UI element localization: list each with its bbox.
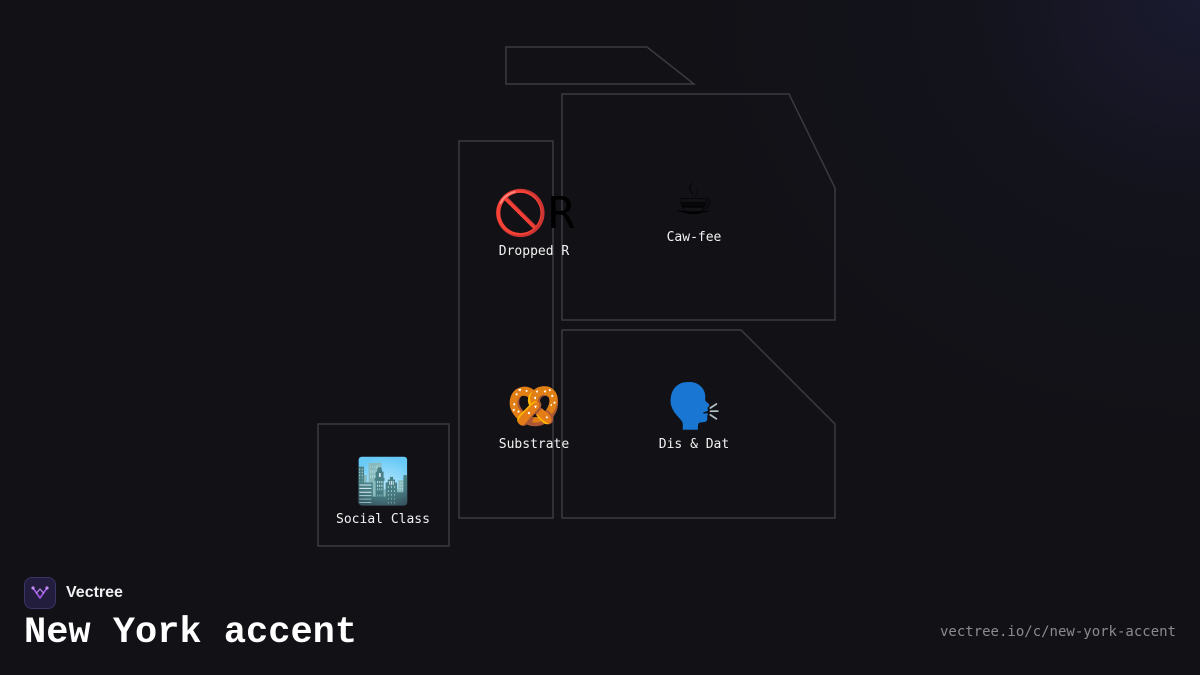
brand[interactable]: Vectree (24, 577, 123, 609)
node-dis-dat[interactable]: 🗣️ Dis & Dat (629, 381, 759, 453)
cityscape-icon: 🏙️ (355, 456, 411, 507)
region-left-column (458, 140, 554, 519)
tree-icon (24, 577, 56, 609)
node-substrate[interactable]: 🥨 Substrate (469, 381, 599, 453)
region-bottom-left (317, 423, 450, 547)
region-upper-right (561, 93, 836, 321)
page-title: New York accent (24, 612, 358, 654)
pretzel-icon: 🥨 (506, 381, 562, 432)
prohibited-r-icon: 🚫R (493, 188, 575, 239)
node-label: Dropped R (498, 244, 570, 259)
coffee-icon: ☕ (674, 174, 714, 225)
region-top-sliver (505, 46, 697, 85)
node-label: Substrate (498, 437, 570, 452)
region-lower-right (561, 329, 836, 519)
node-caw-fee[interactable]: ☕ Caw-fee (629, 174, 759, 246)
node-social-class[interactable]: 🏙️ Social Class (318, 456, 448, 528)
node-label: Dis & Dat (658, 437, 730, 452)
node-dropped-r[interactable]: 🚫R Dropped R (469, 188, 599, 260)
page-url[interactable]: vectree.io/c/new-york-accent (939, 624, 1176, 640)
brand-name: Vectree (66, 584, 123, 601)
node-label: Caw-fee (666, 230, 722, 245)
speaking-head-icon: 🗣️ (666, 381, 722, 432)
node-label: Social Class (336, 512, 430, 527)
